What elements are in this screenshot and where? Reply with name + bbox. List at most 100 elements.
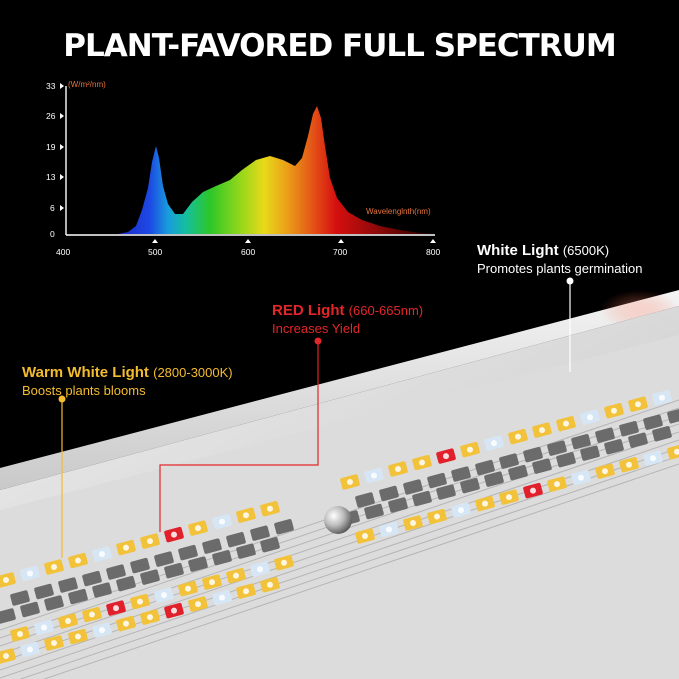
led-chip: [226, 532, 246, 548]
led-chip: [403, 515, 423, 531]
led-chip: [154, 551, 174, 567]
led-chip: [116, 575, 136, 592]
led-chip: [188, 596, 208, 612]
led-chip: [212, 550, 232, 566]
led-chip: [106, 564, 126, 580]
y-tick-0: 0: [50, 229, 55, 239]
led-chip: [116, 615, 136, 632]
led-chip: [260, 501, 280, 517]
led-chip: [595, 427, 615, 443]
y-tick-marker: [60, 205, 64, 211]
white-light-title: White Light: [477, 242, 559, 259]
led-chip: [484, 471, 504, 487]
led-chip: [82, 570, 102, 587]
led-chip: [523, 482, 543, 499]
led-chip: [106, 600, 126, 616]
led-chip: [403, 479, 423, 495]
led-chip: [355, 492, 375, 508]
led-chip: [140, 609, 160, 625]
led-chip: [475, 495, 495, 512]
led-chip: [178, 580, 198, 597]
led-chip: [652, 390, 672, 406]
led-chip: [116, 539, 136, 556]
led-chip: [508, 428, 528, 445]
led-chip: [68, 588, 88, 605]
led-chip: [202, 538, 222, 554]
led-chip: [188, 556, 208, 572]
led-chip: [547, 476, 567, 492]
led-chip: [68, 628, 88, 645]
y-tick-19: 19: [46, 142, 56, 152]
led-chip: [556, 416, 576, 432]
led-chip: [475, 459, 495, 476]
led-chip: [34, 619, 54, 636]
y-tick-33: 33: [46, 81, 56, 91]
led-chip: [20, 601, 40, 618]
y-tick-26: 26: [46, 111, 56, 121]
heatsink-rib: [0, 431, 679, 663]
led-chip: [427, 472, 447, 489]
led-chip: [628, 432, 648, 448]
led-chip: [178, 544, 198, 561]
led-chip: [154, 587, 174, 603]
x-tick-marker: [152, 239, 158, 243]
led-chip: [164, 562, 184, 579]
led-chip: [604, 403, 624, 419]
led-chip: [92, 622, 112, 638]
led-chip: [427, 508, 447, 525]
led-chip: [460, 477, 480, 494]
x-axis-label: Wavelenglnth(nm): [366, 207, 431, 216]
axis-unit-label: (W/m²/nm): [68, 80, 106, 89]
led-chip: [652, 426, 672, 442]
warm-light-spec: (2800-3000K): [153, 365, 233, 380]
led-chip: [44, 595, 64, 611]
led-chip: [164, 526, 184, 543]
led-chip: [236, 583, 256, 599]
led-chip: [580, 445, 600, 461]
heatsink-rib: [42, 463, 679, 679]
led-chip: [250, 561, 270, 577]
led-chip: [92, 546, 112, 562]
y-tick-marker: [60, 174, 64, 180]
led-chip: [58, 577, 78, 593]
white-light-callout: White Light (6500K) Promotes plants germ…: [477, 242, 642, 276]
led-chip: [643, 450, 663, 466]
led-chip: [68, 552, 88, 569]
led-chip: [436, 448, 456, 464]
led-chip: [0, 648, 16, 664]
x-tick-marker: [245, 239, 251, 243]
led-chip: [236, 543, 256, 559]
led-chip: [571, 434, 591, 450]
led-chip: [580, 409, 600, 425]
led-chip: [260, 577, 280, 593]
led-chip: [643, 414, 663, 430]
red-light-description: Increases Yield: [272, 321, 361, 336]
led-chip: [499, 489, 519, 505]
led-chip: [604, 439, 624, 455]
led-chip: [340, 474, 360, 490]
led-chip: [412, 490, 432, 507]
led-chip: [628, 396, 648, 412]
led-chip: [532, 422, 552, 438]
led-chip: [20, 641, 40, 658]
led-chip: [140, 533, 160, 549]
led-chip: [571, 470, 591, 486]
led-chip: [34, 583, 54, 600]
white-light-description: Promotes plants germination: [477, 261, 643, 276]
x-tick-700: 700: [333, 247, 348, 257]
led-chip: [379, 521, 399, 538]
led-chip: [523, 446, 543, 463]
led-chip: [130, 593, 150, 610]
led-chip: [274, 555, 294, 571]
led-chip: [274, 519, 294, 535]
led-chip: [499, 453, 519, 469]
led-chip: [0, 572, 16, 588]
led-chip: [250, 525, 270, 541]
warm-light-description: Boosts plants blooms: [22, 383, 146, 398]
led-chip: [20, 565, 40, 582]
x-tick-400: 400: [56, 247, 71, 257]
led-chip: [140, 569, 160, 585]
y-tick-6: 6: [50, 203, 55, 213]
